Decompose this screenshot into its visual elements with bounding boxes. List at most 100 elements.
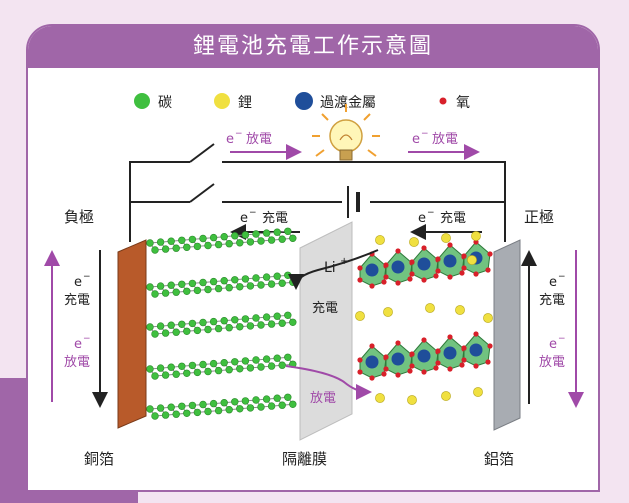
left-discharge-label: 放電 xyxy=(64,355,90,370)
carbon-atom xyxy=(236,323,244,331)
lithium-atom xyxy=(473,387,483,397)
legend: 碳 鋰 過渡金屬 氧 xyxy=(134,92,470,111)
carbon-atom xyxy=(231,232,239,240)
li-charge-label: 充電 xyxy=(312,300,338,316)
carbon-atom xyxy=(188,401,197,410)
carbon-atom xyxy=(273,394,281,402)
oxygen-atom xyxy=(435,268,441,274)
carbon-atom xyxy=(225,406,233,414)
legend-marker-lithium xyxy=(214,93,230,109)
carbon-atom xyxy=(199,318,207,327)
oxygen-atom xyxy=(461,345,467,351)
cathode-layer xyxy=(357,239,493,289)
carbon-atom xyxy=(231,276,239,284)
legend-marker-oxygen xyxy=(439,97,447,105)
carbon-atom xyxy=(188,235,197,244)
carbon-atom xyxy=(209,317,218,326)
oxygen-atom xyxy=(459,362,465,368)
oxygen-atom xyxy=(409,271,415,277)
graphite-layer xyxy=(146,393,297,420)
switch-upper xyxy=(189,143,215,163)
oxygen-atom xyxy=(395,280,401,286)
carbon-atom xyxy=(146,239,154,247)
carbon-atom xyxy=(231,358,239,366)
transition-metal-atom xyxy=(391,260,405,274)
carbon-atom xyxy=(220,399,228,407)
e-symbol: e xyxy=(226,132,234,147)
carbon-atom xyxy=(236,283,244,291)
negative-electrode-label: 負極 xyxy=(64,208,94,226)
transition-metal-atom xyxy=(417,257,431,271)
electron-discharge-left: e − 放電 xyxy=(226,129,302,160)
oxygen-atom xyxy=(395,372,401,378)
carbon-atom xyxy=(178,280,186,288)
carbon-atom xyxy=(156,238,165,246)
carbon-atom xyxy=(188,279,197,288)
title-bar: 鋰電池充電工作示意圖 xyxy=(28,26,598,68)
carbon-atom xyxy=(151,330,159,338)
oxygen-atom xyxy=(409,259,415,265)
outer-wire-top xyxy=(222,161,506,242)
transition-metal-atom xyxy=(365,263,379,277)
carbon-atom xyxy=(167,403,175,411)
e-superscript: − xyxy=(83,334,91,344)
carbon-atom xyxy=(183,243,191,252)
carbon-atom xyxy=(151,246,159,254)
carbon-atom xyxy=(156,282,165,290)
e-symbol: e xyxy=(549,275,557,290)
carbon-atom xyxy=(278,235,286,243)
e-superscript: − xyxy=(558,334,566,344)
positive-electrode-label: 正極 xyxy=(524,208,554,226)
diagram-title: 鋰電池充電工作示意圖 xyxy=(192,34,433,59)
carbon-atom xyxy=(183,327,191,335)
carbon-atom xyxy=(241,397,250,405)
e-symbol: e xyxy=(549,337,557,352)
carbon-atom xyxy=(214,366,223,375)
carbon-atom xyxy=(257,237,265,245)
cathode-crystal xyxy=(355,231,493,405)
carbon-atom xyxy=(241,315,250,323)
carbon-atom xyxy=(236,239,244,247)
oxygen-atom xyxy=(357,357,363,363)
oxygen-atom xyxy=(487,343,493,349)
separator-label: 隔離膜 xyxy=(282,450,327,468)
carbon-atom xyxy=(188,319,197,328)
carbon-atom xyxy=(151,372,159,380)
carbon-atom xyxy=(252,314,260,322)
carbon-atom xyxy=(199,360,207,369)
carbon-atom xyxy=(178,320,186,328)
carbon-atom xyxy=(220,359,228,367)
carbon-atom xyxy=(267,280,276,288)
oxygen-atom xyxy=(407,368,413,374)
carbon-atom xyxy=(161,289,170,297)
legend-label-lithium: 鋰 xyxy=(238,95,252,111)
e-symbol: e xyxy=(418,211,426,226)
carbon-atom xyxy=(267,362,276,370)
li-discharge-label: 放電 xyxy=(310,391,336,406)
carbon-atom xyxy=(246,364,255,372)
carbon-atom xyxy=(257,321,265,329)
carbon-atom xyxy=(204,285,212,294)
carbon-atom xyxy=(209,233,218,242)
carbon-atom xyxy=(267,320,276,328)
carbon-atom xyxy=(172,370,180,378)
carbon-atom xyxy=(252,356,260,364)
li-ion-superscript: + xyxy=(340,256,348,267)
carbon-atom xyxy=(284,271,292,279)
carbon-atom xyxy=(199,278,207,287)
carbon-atom xyxy=(167,281,175,289)
carbon-atom xyxy=(183,369,191,377)
carbon-atom xyxy=(246,282,255,290)
oxygen-atom xyxy=(473,331,479,337)
carbon-atom xyxy=(262,273,271,281)
carbon-atom xyxy=(156,322,165,330)
transition-metal-atom xyxy=(443,346,457,360)
oxygen-atom xyxy=(381,279,387,285)
separator-membrane xyxy=(299,221,353,441)
li-charge-arrow xyxy=(288,249,379,290)
oxygen-atom xyxy=(421,245,427,251)
oxygen-atom xyxy=(459,270,465,276)
lithium-atom xyxy=(375,235,385,245)
carbon-atom xyxy=(236,405,244,413)
oxygen-atom xyxy=(369,343,375,349)
